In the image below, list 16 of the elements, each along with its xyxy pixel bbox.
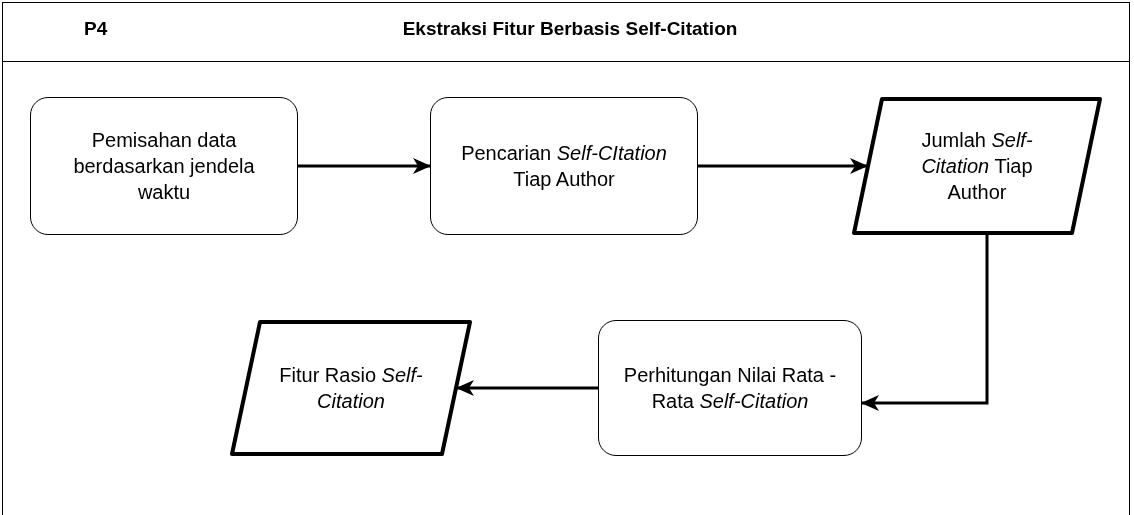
node-text: Pemisahan data berdasarkan jendela waktu [72, 128, 256, 205]
panel-label: P4 [84, 18, 108, 40]
data-parallelogram [852, 97, 1102, 235]
data-parallelogram [230, 320, 472, 456]
arrow [298, 158, 431, 174]
process-box [30, 97, 298, 235]
arrow [456, 380, 598, 396]
node-text: Fitur Rasio Self-Citation [278, 363, 424, 414]
arrow [861, 235, 989, 411]
diagram-title: Ekstraksi Fitur Berbasis Self-Citation [401, 18, 739, 40]
node-text: Jumlah Self-Citation Tiap Author [920, 128, 1034, 205]
process-box [430, 97, 698, 235]
node-text: Pencarian Self-CItation Tiap Author [460, 141, 668, 192]
arrow [698, 158, 868, 174]
node-text: Perhitungan Nilai Rata - Rata Self-Citation [622, 363, 838, 414]
process-box [598, 320, 862, 456]
